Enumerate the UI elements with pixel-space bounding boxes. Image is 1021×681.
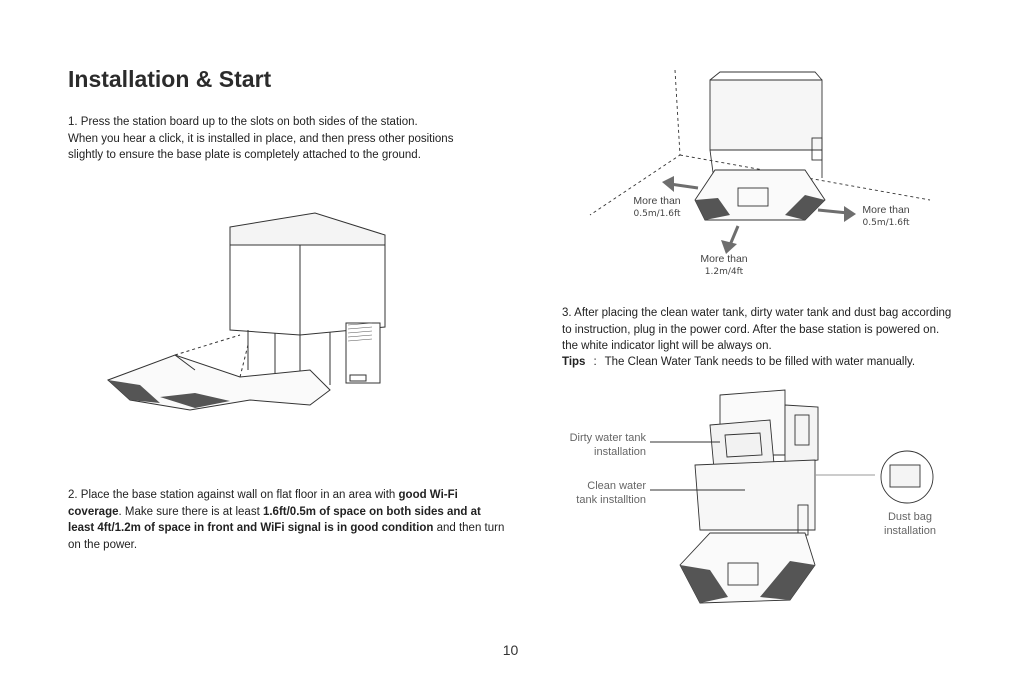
callout-dirty-tank-line2: installation	[594, 446, 646, 458]
step1-line1: 1. Press the station board up to the slo…	[68, 116, 418, 128]
callout-dust-bag: Dust bag installation	[870, 510, 950, 538]
callout-clean-tank-line2: tank installtion	[576, 494, 646, 506]
step3-text: 3. After placing the clean water tank, d…	[562, 305, 982, 355]
page-number: 10	[502, 642, 519, 658]
clearance-right-value: 0.5m/1.6ft	[862, 218, 910, 228]
step3-line1: 3. After placing the clean water tank, d…	[562, 307, 952, 319]
callout-dust-bag-line1: Dust bag	[887, 511, 933, 523]
callout-dust-bag-line2: installation	[884, 525, 936, 537]
step2-text-1: 2. Place the base station against wall o…	[68, 489, 399, 501]
step3-line3: the white indicator light will be always…	[562, 340, 772, 352]
tips-label: Tips	[562, 356, 586, 368]
step1-line3: slightly to ensure the base plate is com…	[68, 149, 421, 161]
clearance-right: More than 0.5m/1.6ft	[850, 204, 922, 230]
tank-installation-illustration	[650, 389, 934, 604]
callout-clean-tank: Clean water tank installtion	[538, 479, 646, 507]
step1-line2: When you hear a click, it is installed i…	[68, 132, 454, 145]
clearance-right-label: More than	[862, 204, 910, 216]
clearance-left-label: More than	[633, 195, 681, 207]
tips-line: Tips: The Clean Water Tank needs to be fi…	[562, 356, 915, 368]
tips-text: The Clean Water Tank needs to be filled …	[604, 356, 916, 368]
callout-dirty-tank: Dirty water tank installation	[538, 431, 646, 459]
step2-text-2: . Make sure there is at least	[118, 505, 263, 518]
step2-bold-2: 1.6ft/0.5m of space on both sides and at…	[68, 505, 481, 535]
station-board-illustration	[107, 212, 386, 411]
callout-dirty-tank-line1: Dirty water tank	[569, 432, 646, 444]
clearance-front: More than 1.2m/4ft	[688, 253, 760, 279]
clearance-left: More than 0.5m/1.6ft	[622, 195, 692, 221]
clearance-illustration	[589, 69, 931, 254]
step2-text: 2. Place the base station against wall o…	[68, 487, 508, 553]
step3-line2: to instruction, plug in the power cord. …	[562, 323, 940, 336]
page-title: Installation & Start	[68, 66, 272, 92]
callout-clean-tank-line1: Clean water	[587, 480, 646, 492]
clearance-front-label: More than	[700, 253, 748, 265]
step2-bold-1: good Wi-Fi coverage	[68, 489, 458, 518]
clearance-front-value: 1.2m/4ft	[704, 267, 744, 277]
tips-colon: :	[593, 356, 597, 368]
step1-text: 1. Press the station board up to the slo…	[68, 114, 498, 164]
step2-text-3: and then turn on the power.	[68, 522, 505, 551]
clearance-left-value: 0.5m/1.6ft	[633, 209, 681, 219]
